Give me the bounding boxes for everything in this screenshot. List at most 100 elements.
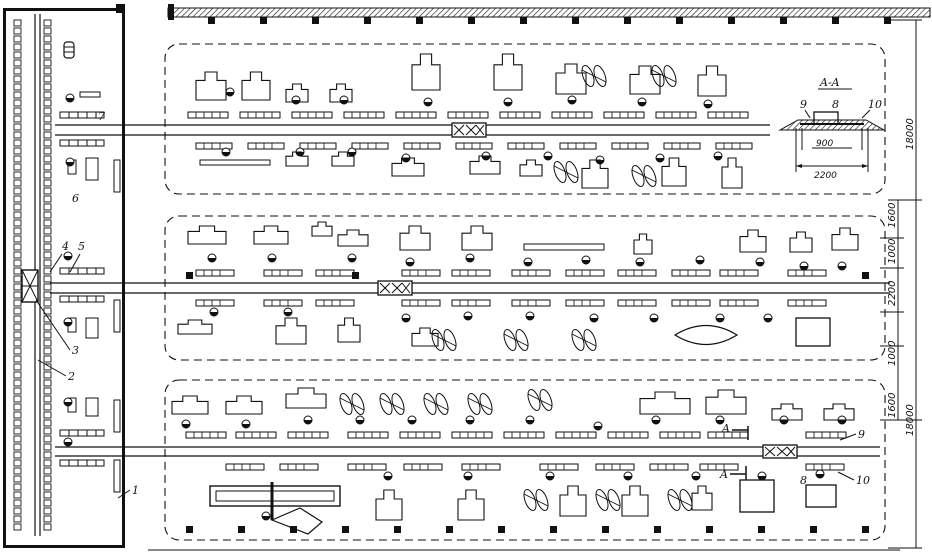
- rack-cell: [43, 211, 52, 219]
- section-label-10: 10: [868, 98, 882, 111]
- rack-cell: [43, 251, 52, 259]
- column-marker: [862, 526, 869, 533]
- rotary-fixture: [435, 393, 449, 415]
- section-label-9: 9: [800, 98, 807, 111]
- rack-cell: [43, 379, 52, 387]
- callout-4: 4: [61, 240, 69, 253]
- bench: [617, 299, 657, 307]
- rack-cell: [13, 315, 22, 323]
- rack-cell: [43, 387, 52, 395]
- column-marker: [290, 526, 297, 533]
- rack-cell: [43, 51, 52, 59]
- rack-cell: [13, 99, 22, 107]
- rack-cell: [43, 331, 52, 339]
- rack-cell: [13, 43, 22, 51]
- machine-base: [805, 484, 837, 508]
- rack-cell: [13, 163, 22, 171]
- column-marker: [758, 526, 765, 533]
- rack-cell: [13, 115, 22, 123]
- rack-cell: [13, 211, 22, 219]
- column-marker: [624, 17, 631, 24]
- rack-cell: [13, 187, 22, 195]
- bench: [395, 111, 437, 119]
- bench: [59, 459, 105, 467]
- rack-cell: [13, 507, 22, 515]
- machine-tool: [661, 157, 687, 187]
- bench: [263, 299, 303, 307]
- rack-cell: [43, 27, 52, 35]
- rack-cell: [13, 355, 22, 363]
- rack-cell: [43, 435, 52, 443]
- rotary-fixture: [571, 329, 585, 351]
- rack-cell: [13, 483, 22, 491]
- rack-cell: [13, 371, 22, 379]
- rack-cell: [43, 107, 52, 115]
- rack-cell: [43, 99, 52, 107]
- rack-cell: [13, 395, 22, 403]
- column-marker: [312, 17, 319, 24]
- rack-cell: [43, 403, 52, 411]
- rack-cell: [13, 35, 22, 43]
- machine-tool: [391, 157, 425, 177]
- machine-tool: [195, 71, 227, 101]
- assembly-table: [199, 159, 271, 166]
- column-marker: [364, 17, 371, 24]
- rail-cart-1: [451, 122, 487, 138]
- machine-tool: [771, 403, 803, 421]
- machine-tool: [329, 83, 353, 103]
- dim-1000-b: 1000: [887, 341, 898, 366]
- rack-cell: [13, 219, 22, 227]
- bench: [805, 431, 847, 439]
- rack-cell: [13, 459, 22, 467]
- bench: [59, 429, 105, 437]
- bay-1-zone: [164, 43, 886, 195]
- press-frame: [209, 482, 341, 535]
- rack-cell: [13, 515, 22, 523]
- rack-cell: [43, 411, 52, 419]
- bench: [805, 463, 845, 471]
- rack-cell: [43, 19, 52, 27]
- machine-tool: [555, 63, 587, 95]
- rack-cell: [13, 403, 22, 411]
- rack-cell: [43, 419, 52, 427]
- rack-cell: [13, 51, 22, 59]
- rack-cell: [43, 155, 52, 163]
- column-marker: [498, 526, 505, 533]
- rack-cell: [13, 251, 22, 259]
- rack-cell: [43, 179, 52, 187]
- dim-18000-top: 18000: [905, 118, 916, 150]
- bench: [499, 111, 541, 119]
- section-dim-outer: 2200: [814, 171, 837, 181]
- rack-cell: [13, 195, 22, 203]
- bench: [347, 431, 389, 439]
- rack-cell: [43, 195, 52, 203]
- rack-cell: [43, 523, 52, 531]
- rack-cell: [43, 131, 52, 139]
- rack-cell: [43, 203, 52, 211]
- rack-cell: [13, 179, 22, 187]
- bench: [551, 111, 593, 119]
- rack-cell: [43, 371, 52, 379]
- rack-cell: [13, 75, 22, 83]
- rotary-fixture: [643, 165, 657, 187]
- machine-tool: [457, 489, 485, 521]
- bench: [447, 111, 489, 119]
- machine-tool: [469, 155, 501, 175]
- callout-3: 3: [72, 344, 79, 357]
- cabinet: [795, 317, 831, 347]
- bench: [451, 299, 491, 307]
- bench: [403, 142, 441, 150]
- rotary-fixture: [679, 489, 693, 511]
- rack-cell: [13, 435, 22, 443]
- section-title: A-A: [819, 76, 840, 89]
- rack-cell: [43, 395, 52, 403]
- callout-5: 5: [78, 240, 85, 253]
- column-marker: [676, 17, 683, 24]
- rack-cell: [43, 499, 52, 507]
- machine-tool: [823, 403, 855, 421]
- rail-cart-3: [762, 444, 798, 459]
- rotary-fixtures: [339, 65, 693, 511]
- rotary-fixture: [651, 65, 665, 87]
- bench: [671, 269, 711, 277]
- bench: [59, 139, 105, 147]
